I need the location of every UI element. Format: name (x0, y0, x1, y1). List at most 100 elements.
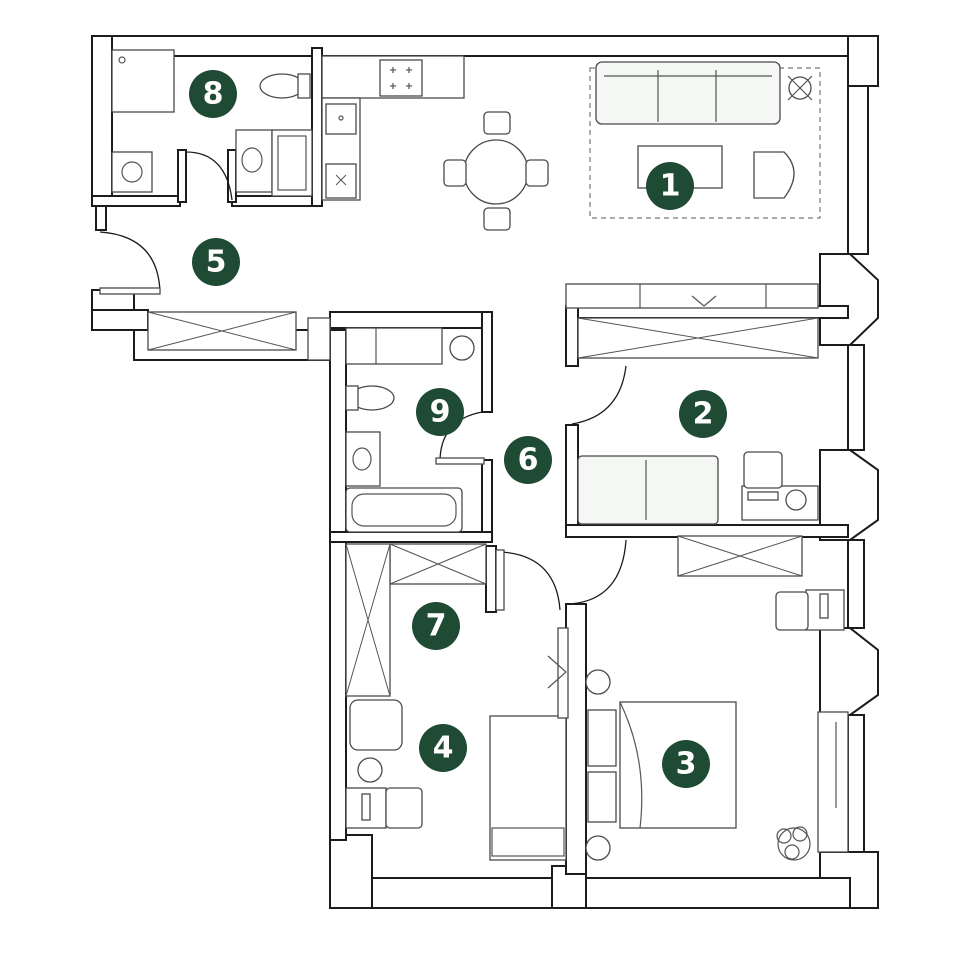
walls (91, 35, 879, 909)
bedroom3-nightstand-bottom (587, 771, 617, 823)
partition-bath8-inner2 (227, 149, 237, 203)
partition-bath9-right-top (481, 311, 493, 413)
room-badge-8: 8 (189, 70, 237, 118)
bath8-sink-icon (235, 129, 273, 193)
bedroom-2-furniture (565, 283, 819, 525)
wall-hall-bottom (91, 309, 149, 331)
room-number-9: 9 (430, 395, 451, 430)
room-badge-7: 7 (412, 602, 460, 650)
room-number-6: 6 (518, 443, 539, 478)
washing-machine-icon (111, 151, 153, 193)
entrance-door-swing (99, 231, 161, 293)
wall-right-bottom (847, 714, 865, 856)
wardrobe7-door-swing (501, 551, 561, 611)
bedroom3-chair-icon (775, 591, 809, 631)
room-badges: 1 2 3 4 5 6 7 8 (189, 70, 727, 788)
stove-icon (379, 59, 423, 97)
partition-wardrobe-right (485, 545, 497, 613)
wardrobe-7-fixtures (345, 543, 561, 697)
bedroom2-chair-icon (743, 451, 783, 489)
bedroom2-monitor (747, 491, 779, 501)
armchair-icon (753, 151, 795, 199)
toilet-tank (297, 73, 311, 99)
hall-shelf (307, 317, 331, 361)
bedroom-3-furniture (569, 535, 849, 861)
bedroom-4-furniture (345, 627, 569, 861)
room-badge-5: 5 (192, 238, 240, 286)
bedroom3-balcony-door (817, 711, 849, 853)
partition-bedroom3-left (565, 603, 587, 875)
partition-bath8-bottom-right (231, 195, 323, 207)
living-rug (589, 67, 821, 219)
room-number-4: 4 (433, 731, 454, 766)
room-number-3: 3 (676, 747, 697, 782)
partition-bedroom2-left-bottom (565, 424, 579, 536)
room-badge-9: 9 (416, 388, 464, 436)
dining-chair-bottom (483, 207, 511, 231)
bedroom3-monitor (819, 593, 829, 619)
bedroom4-sliding-door (557, 627, 569, 719)
wall-bath9-left (329, 329, 347, 543)
bath9-door-leaf (435, 457, 485, 465)
bedroom4-bed-icon (489, 715, 567, 861)
bedroom4-lamp-icon (357, 757, 383, 783)
bedroom3-door-swing (569, 539, 627, 605)
bedroom4-monitor (361, 793, 371, 821)
room-badge-4: 4 (419, 724, 467, 772)
partitions (91, 47, 849, 875)
bedroom3-lamp-bottom-icon (585, 835, 611, 861)
wall-top (91, 35, 878, 57)
wall-right-mid (847, 344, 865, 451)
wardrobe7-door-leaf (495, 549, 505, 611)
fridge-icon (325, 163, 357, 199)
room-number-2: 2 (693, 397, 714, 432)
room-number-5: 5 (206, 245, 227, 280)
dining-table-icon (463, 139, 529, 205)
wall-right-corner (847, 35, 879, 87)
wall-bottom (329, 877, 851, 909)
bath9-toilet-tank (345, 385, 359, 411)
room-badge-6: 6 (504, 436, 552, 484)
partition-bath9-right-bottom (481, 459, 493, 541)
bath9-sink-icon (345, 431, 381, 487)
kitchen-sink-icon (325, 103, 357, 135)
bath9-washer-icon (449, 335, 475, 361)
plant-icon (776, 826, 811, 861)
entrance-door-jamb-top (95, 205, 107, 231)
bedroom2-lamp-icon (785, 489, 807, 511)
wall-left-bedroom4 (329, 539, 347, 841)
wall-left-upper (91, 35, 113, 205)
partition-bath8-bottom (91, 195, 181, 207)
bathroom-8-fixtures (111, 49, 313, 201)
bedroom2-desk (741, 485, 819, 521)
dining-chair-right (525, 159, 549, 187)
partition-bath9-top (329, 311, 491, 329)
entrance-door-leaf (99, 287, 161, 295)
dining-chair-top (483, 111, 511, 135)
partition-bath9-bottom (329, 531, 493, 543)
room-number-1: 1 (660, 169, 681, 204)
room-badge-2: 2 (679, 390, 727, 438)
bedroom3-nightstand-top (587, 709, 617, 767)
wall-right-bay-1 (819, 253, 879, 346)
bath8-door-swing (185, 151, 233, 201)
wall-right-bay-3 (819, 627, 879, 716)
room-badge-3: 3 (662, 740, 710, 788)
partition-bath8-right (311, 47, 323, 207)
partition-bedroom2-bottom (565, 524, 849, 538)
bedroom2-door-swing (571, 365, 627, 425)
dining-chair-left (443, 159, 467, 187)
bedroom2-sofa-icon (577, 455, 719, 525)
bedroom4-chair-icon (385, 787, 423, 829)
shower-tray-icon (111, 49, 175, 113)
room-number-7: 7 (426, 609, 447, 644)
bath9-cabinet (345, 327, 443, 365)
hall-wardrobe (147, 311, 331, 361)
room-badge-1: 1 (646, 162, 694, 210)
partition-bath8-inner (177, 149, 187, 203)
bathtub-icon (345, 487, 463, 533)
living-kitchen-furniture (321, 55, 821, 231)
entrance-door (95, 205, 161, 295)
bedroom3-lamp-top-icon (585, 669, 611, 695)
